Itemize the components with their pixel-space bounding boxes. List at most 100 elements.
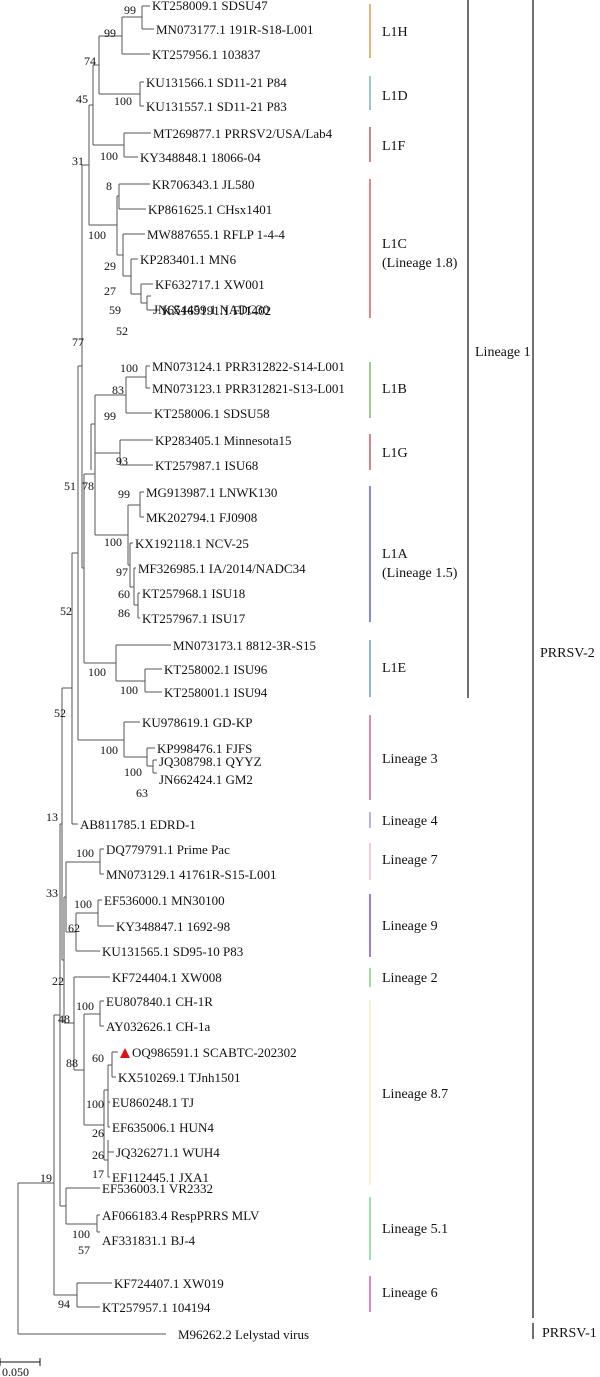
scale-bar: 0.050 — [0, 1358, 41, 1377]
bootstrap-value: 52 — [54, 706, 66, 720]
bootstrap-value: 17 — [92, 1167, 104, 1181]
taxon-label: KT258009.1 SDSU47 — [152, 0, 268, 13]
taxon-label: KX192118.1 NCV-25 — [135, 536, 249, 551]
taxon-label: EF635006.1 HUN4 — [112, 1120, 214, 1135]
taxon-label: MN073177.1 191R-S18-L001 — [156, 22, 313, 37]
highlight-triangle-icon — [120, 1048, 130, 1058]
bootstrap-value: 100 — [120, 683, 138, 697]
taxon-label: M96262.2 Lelystad virus — [178, 1327, 309, 1342]
group-label-lineage2: Lineage 2 — [382, 971, 438, 986]
bootstrap-value: 100 — [120, 361, 138, 375]
group-label-lineage3: Lineage 3 — [382, 752, 438, 767]
taxon-label: EF112445.1 JXA1 — [112, 1170, 209, 1185]
bootstrap-value: 86 — [118, 606, 130, 620]
bootstrap-value: 57 — [78, 1243, 90, 1257]
taxon-label: JN654459.1 NADC30 — [153, 302, 269, 317]
bootstrap-value: 99 — [104, 409, 116, 423]
taxon-label: KR706343.1 JL580 — [152, 177, 255, 192]
tree-branches — [17, 5, 171, 1335]
taxon-label-alt: KX169191.1 FJ1402 — [162, 303, 271, 318]
bootstrap-value: 48 — [58, 1012, 70, 1026]
taxon-label: MN073123.1 PRR312821-S13-L001 — [152, 381, 345, 396]
taxon-label: KU131565.1 SD95-10 P83 — [102, 944, 243, 959]
group-label-l1h: L1H — [382, 25, 408, 40]
bootstrap-value: 100 — [104, 535, 122, 549]
taxon-label: MF326985.1 IA/2014/NADC34 — [138, 561, 306, 576]
bootstrap-value: 97 — [116, 565, 128, 579]
bootstrap-value: 63 — [136, 786, 148, 800]
bootstrap-value: 77 — [72, 335, 84, 349]
bootstrap-value: 99 — [118, 487, 130, 501]
taxon-label: EU860248.1 TJ — [112, 1095, 194, 1110]
taxon-label: AF331831.1 BJ-4 — [102, 1233, 196, 1248]
group-label-lineage4: Lineage 4 — [382, 814, 438, 829]
taxon-label-highlight: OQ986591.1 SCABTC-202302 — [132, 1045, 297, 1060]
bootstrap-value: 31 — [72, 154, 84, 168]
taxon-label: DQ779791.1 Prime Pac — [106, 842, 230, 857]
bootstrap-value: 22 — [52, 974, 64, 988]
group-label-lineage6: Lineage 6 — [382, 1286, 438, 1301]
taxon-label: KT257987.1 ISU68 — [155, 458, 258, 473]
bootstrap-value: 8 — [106, 179, 112, 193]
taxon-label: EU807840.1 CH-1R — [106, 994, 213, 1009]
bootstrap-value: 59 — [109, 303, 121, 317]
bootstrap-value: 62 — [68, 921, 80, 935]
bootstrap-value: 100 — [88, 228, 106, 242]
bootstrap-value: 29 — [104, 259, 116, 273]
bootstrap-value: 26 — [92, 1148, 104, 1162]
taxon-label: KP283401.1 MN6 — [140, 252, 237, 267]
taxon-label: KX510269.1 TJnh1501 — [118, 1070, 241, 1085]
bootstrap-value: 60 — [92, 1051, 104, 1065]
taxon-label: KT257956.1 103837 — [152, 47, 261, 62]
bootstrap-value: 26 — [92, 1126, 104, 1140]
taxon-label: KP998476.1 FJFS — [157, 741, 252, 756]
taxon-label: KF632717.1 XW001 — [155, 277, 265, 292]
bootstrap-value: 100 — [74, 897, 92, 911]
taxon-label: KT257957.1 104194 — [102, 1300, 211, 1315]
bootstrap-value: 94 — [58, 1297, 70, 1311]
prrsv2-label: PRRSV-2 — [540, 646, 595, 661]
bootstrap-value: 100 — [88, 665, 106, 679]
bootstrap-value: 88 — [66, 1056, 78, 1070]
bootstrap-value: 51 — [64, 479, 76, 493]
taxon-label: JN662424.1 GM2 — [159, 772, 253, 787]
taxon-label: AY032626.1 CH-1a — [106, 1019, 210, 1034]
taxon-label: KY348847.1 1692-98 — [116, 919, 230, 934]
bootstrap-value: 33 — [46, 886, 58, 900]
taxon-label: KT257967.1 ISU17 — [142, 611, 246, 626]
bootstrap-value: 78 — [82, 479, 94, 493]
taxon-label: EF536000.1 MN30100 — [104, 893, 225, 908]
bootstrap-value: 100 — [86, 1097, 104, 1111]
scale-label: 0.050 — [2, 1365, 29, 1377]
taxon-label: KY348848.1 18066-04 — [140, 150, 261, 165]
bootstrap-value: 100 — [76, 999, 94, 1013]
bootstrap-value: 100 — [76, 846, 94, 860]
group-label-l1c: L1C — [382, 237, 407, 252]
taxon-label: JQ308798.1 QYYZ — [159, 754, 262, 769]
taxon-label: EF536003.1 VR2332 — [102, 1181, 213, 1196]
taxon-label: KU131557.1 SD11-21 P83 — [146, 99, 287, 114]
bootstrap-value: 99 — [124, 3, 136, 17]
bootstrap-value: 99 — [104, 26, 116, 40]
taxon-label: MN073124.1 PRR312822-S14-L001 — [152, 359, 345, 374]
taxon-label: AF066183.4 RespPRRS MLV — [102, 1208, 260, 1223]
group-label-l1b: L1B — [382, 382, 407, 397]
taxon-label: AB811785.1 EDRD-1 — [80, 817, 196, 832]
group-label-l1e: L1E — [382, 661, 406, 676]
group-label-l1a: L1A — [382, 547, 409, 562]
taxon-label: MN073173.1 8812-3R-S15 — [173, 638, 316, 653]
bootstrap-value: 74 — [84, 54, 96, 68]
group-sublabel-l1c: (Lineage 1.8) — [382, 256, 458, 271]
bootstrap-value: 60 — [118, 587, 130, 601]
taxon-labels: KT258009.1 SDSU47 MN073177.1 191R-S18-L0… — [80, 0, 345, 1342]
bootstrap-value: 52 — [116, 324, 128, 338]
taxon-label: KF724407.1 XW019 — [114, 1276, 224, 1291]
group-label-lineage9: Lineage 9 — [382, 919, 438, 934]
taxon-label: KT258006.1 SDSU58 — [154, 406, 270, 421]
bootstrap-value: 100 — [100, 743, 118, 757]
group-labels: L1H L1D L1F L1C (Lineage 1.8) L1B L1G L1… — [382, 25, 458, 1301]
group-sublabel-l1a: (Lineage 1.5) — [382, 566, 458, 581]
taxon-label: KT258002.1 ISU96 — [164, 662, 268, 677]
bootstrap-value: 27 — [104, 284, 116, 298]
